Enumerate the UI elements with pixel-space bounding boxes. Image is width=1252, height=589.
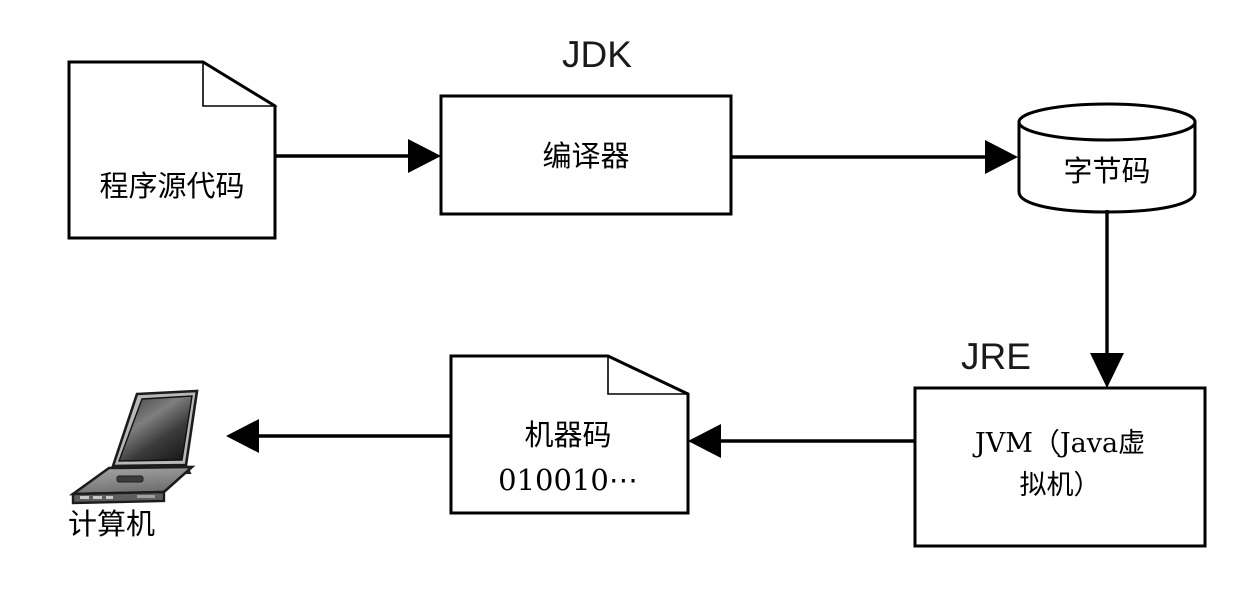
machine-code-fold-icon [607,354,689,395]
laptop-trackpad [116,475,144,483]
compiler-box-shape [439,94,733,216]
edge-source-to-compiler-arrowhead-icon [408,139,441,173]
group-label-jre: JRE [961,336,1031,377]
jvm-box-shape [913,386,1207,548]
node-jvm[interactable]: JVM（Java虚 拟机） [913,386,1207,548]
bytecode-cylinder-top-shape [1017,102,1197,142]
node-bytecode[interactable]: 字节码 [1017,102,1197,214]
compiler-label: 编译器 [542,139,629,173]
machine-code-document-shape [449,354,690,515]
machine-code-label-line-1: 机器码 [524,418,611,452]
edge-machinecode-to-computer-arrowhead-icon [226,419,259,453]
edge-compiler-to-bytecode [731,140,1018,174]
laptop-screen [117,395,193,462]
source-code-document-shape [67,60,277,240]
node-machine-code[interactable]: 机器码 010010⋯ [449,354,690,515]
node-compiler[interactable]: 编译器 [439,94,733,216]
edge-jvm-to-machinecode-arrowhead-icon [688,424,721,458]
node-computer[interactable]: 计算机 [68,389,199,541]
laptop-port-1 [80,496,89,499]
laptop-indicator-strip [137,495,155,498]
source-code-label: 程序源代码 [99,169,244,203]
node-source-code[interactable]: 程序源代码 [67,60,278,240]
group-label-jdk: JDK [562,34,632,75]
laptop-port-2 [93,496,102,499]
laptop-base-front [71,490,166,505]
edge-bytecode-to-jvm-arrowhead-icon [1090,353,1124,388]
machine-code-label-line-2: 010010⋯ [498,463,638,497]
source-code-fold-icon [202,60,278,107]
laptop-port-3 [106,496,113,499]
edge-source-to-compiler [275,139,441,173]
jvm-label-line-2: 拟机） [1020,470,1101,501]
jvm-label-line-1: JVM（Java虚 [972,428,1145,459]
edge-machinecode-to-computer [226,419,451,453]
edge-compiler-to-bytecode-arrowhead-icon [985,140,1018,174]
bytecode-label: 字节码 [1063,154,1150,188]
edge-bytecode-to-jvm [1090,210,1124,388]
laptop-icon [68,389,199,505]
computer-caption-label: 计算机 [68,507,155,541]
edge-jvm-to-machinecode [688,424,915,458]
